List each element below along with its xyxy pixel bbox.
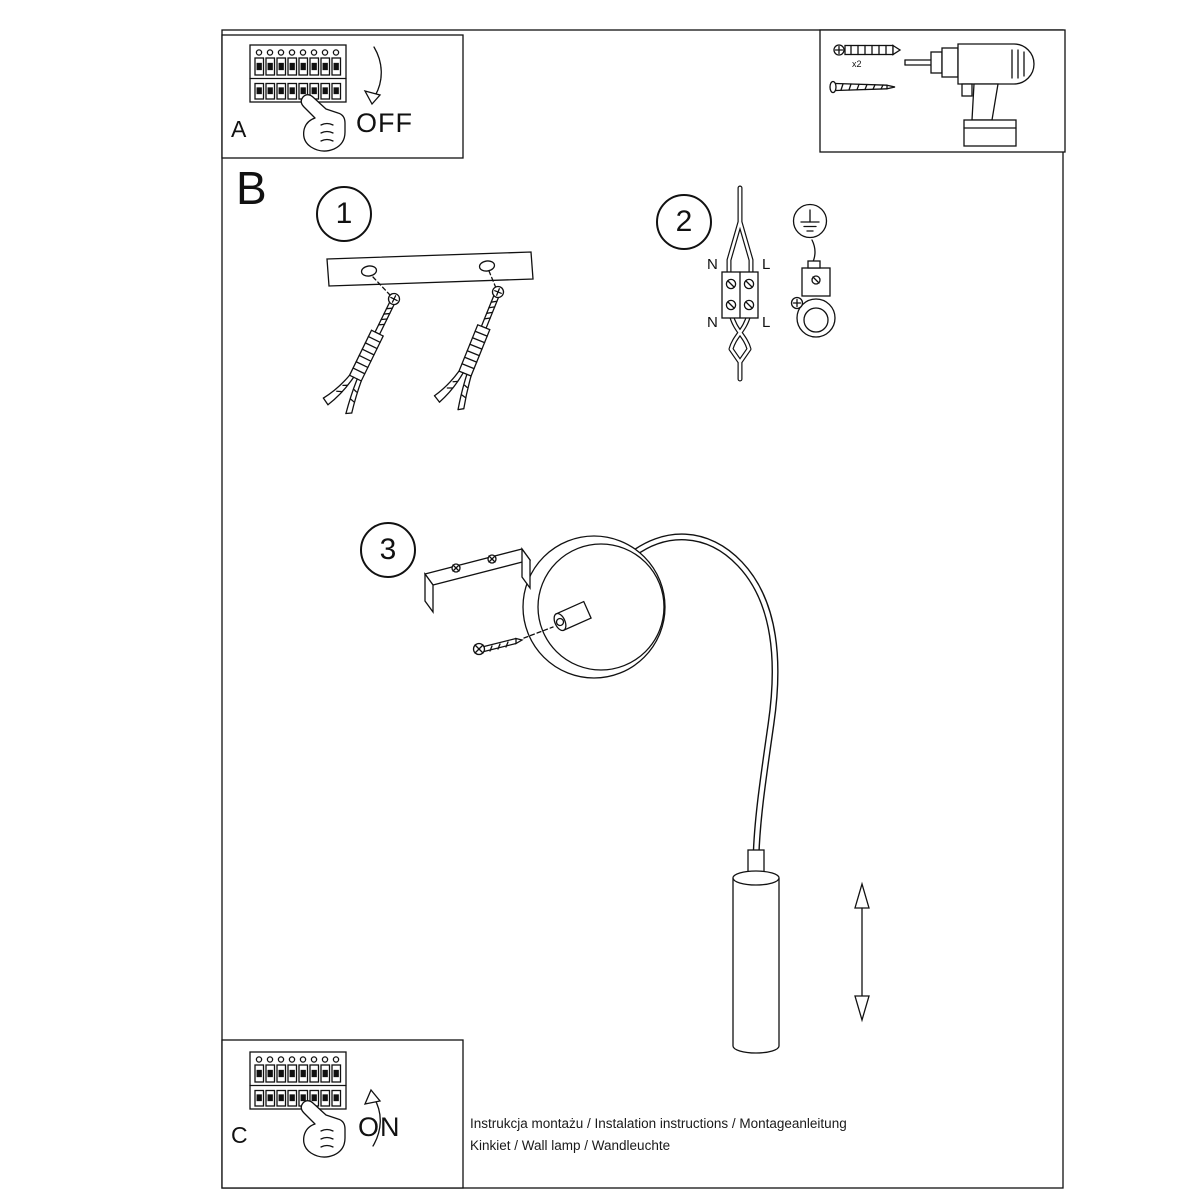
breaker-panel-drawing — [249, 44, 347, 103]
supply-wires — [726, 185, 754, 382]
wall-canopy — [522, 535, 666, 679]
wall-plug-icon — [833, 44, 902, 56]
power-on-label: ON — [358, 1112, 401, 1142]
wire-label-l-top: L — [762, 256, 771, 273]
step-3-number: 3 — [379, 533, 397, 566]
mounting-bracket — [423, 547, 532, 614]
fixing-screw — [472, 626, 554, 656]
wire-label-l-bottom: L — [762, 314, 771, 331]
step1-drawing — [321, 251, 534, 417]
wire-label-n-bottom: N — [707, 314, 718, 331]
panel-a-label: A — [231, 116, 247, 142]
screw-icon — [829, 80, 896, 94]
step-2-badge: 2 — [656, 194, 712, 250]
step2-drawing — [721, 185, 836, 382]
panel-c-drawing — [249, 1051, 382, 1158]
panel-a-drawing — [249, 44, 382, 152]
cable-clamp — [790, 239, 836, 338]
flex-arm — [624, 533, 779, 862]
power-off-label: OFF — [356, 108, 413, 138]
sheet-border — [221, 29, 1064, 1189]
tools-drawing — [829, 43, 1035, 147]
step-3-badge: 3 — [360, 522, 416, 578]
on-arrowhead — [363, 1088, 382, 1105]
height-adjust-arrow — [854, 881, 870, 1023]
step-1-number: 1 — [335, 197, 353, 230]
socket-tube — [553, 600, 592, 632]
mounting-strip — [326, 251, 534, 287]
earth-symbol — [792, 203, 828, 239]
wall-anchor-right — [432, 278, 512, 413]
footer-line-2: Kinkiet / Wall lamp / Wandleuchte — [470, 1138, 671, 1153]
drill-icon — [904, 43, 1035, 147]
anchor-count-label: x2 — [852, 59, 862, 69]
wall-anchor-left — [321, 284, 408, 417]
lamp-shade — [732, 849, 780, 1054]
off-arrowhead — [363, 89, 382, 106]
terminal-block — [721, 271, 759, 319]
section-b-label: B — [236, 162, 267, 214]
off-arrow — [373, 46, 382, 97]
wire-label-n-top: N — [707, 256, 718, 273]
panel-c-label: C — [231, 1122, 248, 1148]
footer-line-1: Instrukcja montażu / Instalation instruc… — [470, 1116, 847, 1131]
breaker-panel-drawing-c — [249, 1051, 347, 1110]
step-2-number: 2 — [675, 205, 693, 238]
step-1-badge: 1 — [316, 186, 372, 242]
step3-drawing — [423, 533, 870, 1054]
